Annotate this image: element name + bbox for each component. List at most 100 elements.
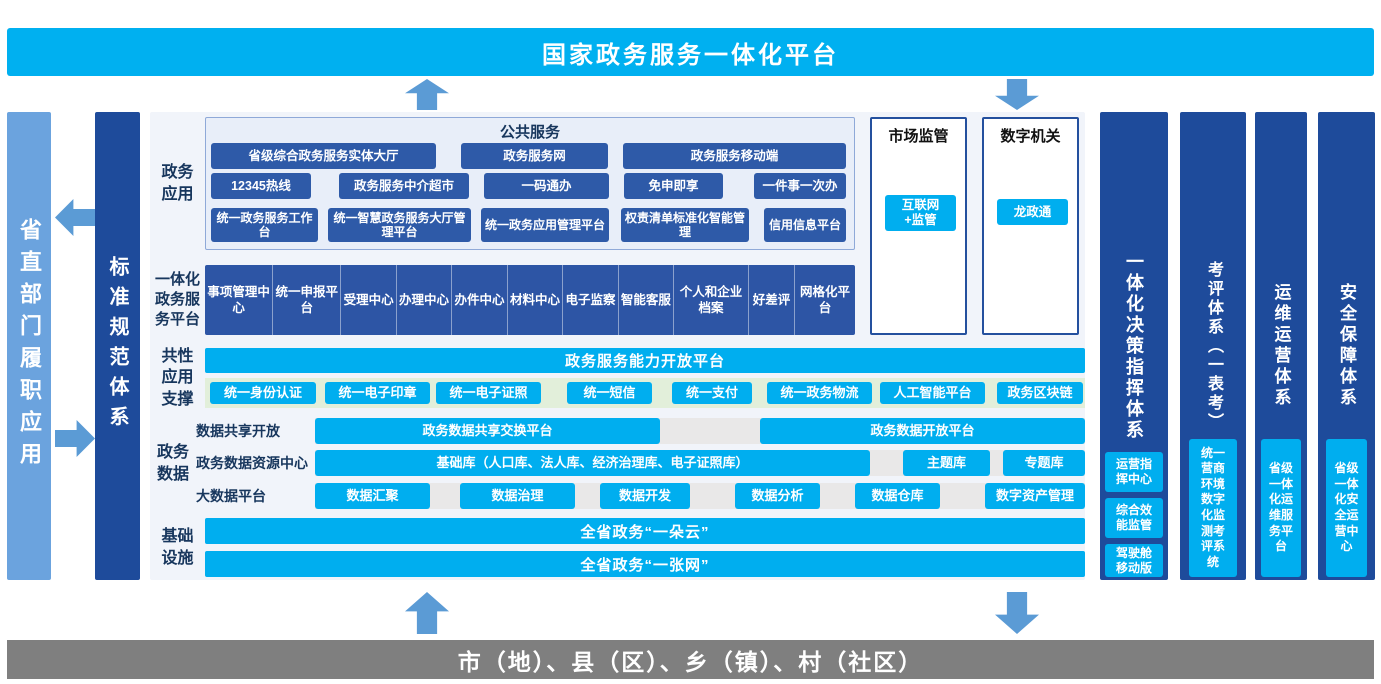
sp-item-handling-center: 办理中心 [395, 265, 451, 335]
left-bar-provincial-departments: 省直部门履职应用 [7, 112, 51, 580]
btn-provincial-ops-service-platform: 省级一体化运维服务平台 [1261, 439, 1301, 577]
sp-item-rating: 好差评 [747, 265, 794, 335]
sp-item-unified-declaration: 统一申报平台 [272, 265, 340, 335]
btn-provincial-security-ops-center: 省级一体化安全运营中心 [1326, 439, 1367, 577]
sp-item-case-center: 办件中心 [451, 265, 506, 335]
sp-item-e-supervision: 电子监察 [562, 265, 617, 335]
decision-command-buttons: 运营指挥中心 综合效能监管 驾驶舱移动版 [1100, 452, 1168, 577]
btn-special-database: 专题库 [1003, 450, 1085, 476]
btn-12345-hotline: 12345热线 [211, 173, 311, 199]
btn-one-code-service: 一码通办 [484, 173, 609, 199]
common-support-strip: 统一身份认证 统一电子印章 统一电子证照 统一短信 统一支付 统一政务物流 人工… [205, 378, 1085, 408]
btn-provincial-service-hall: 省级综合政务服务实体大厅 [211, 143, 436, 169]
row-label-common-support: 共性应用支撑 [150, 346, 205, 410]
market-regulation-panel: 市场监管 互联网+监管 [870, 117, 967, 335]
top-banner: 国家政务服务一体化平台 [7, 28, 1374, 76]
btn-digital-asset-mgmt: 数字资产管理 [985, 483, 1085, 509]
arrow-down-icon [995, 79, 1039, 110]
btn-gov-blockchain: 政务区块链 [997, 382, 1083, 404]
btn-data-development: 数据开发 [600, 483, 690, 509]
arrow-down-bottom-icon [995, 592, 1039, 634]
btn-credit-info-platform: 信用信息平台 [764, 208, 846, 242]
btn-unified-sms: 统一短信 [567, 382, 652, 404]
left-bar-standards-label: 标准规范体系 [106, 256, 128, 436]
data-sharing-strip: 政务数据共享交换平台 政务数据开放平台 [315, 418, 1085, 444]
sp-item-grid-platform: 网格化平台 [794, 265, 855, 335]
market-regulation-title: 市场监管 [888, 128, 949, 145]
right-bar-operations-maintenance: 运维运营体系 省级一体化运维服务平台 [1255, 112, 1307, 580]
sub-label-big-data-platform: 大数据平台 [196, 488, 266, 504]
row-label-gov-data: 政务数据 [150, 418, 196, 509]
row-label-service-platform-text: 一体化政务服务平台 [154, 270, 200, 329]
btn-data-warehouse: 数据仓库 [855, 483, 940, 509]
btn-unified-eseal: 统一电子印章 [325, 382, 430, 404]
sp-item-acceptance-center: 受理中心 [340, 265, 395, 335]
sp-item-smart-service: 智能客服 [617, 265, 673, 335]
btn-unified-elicense: 统一电子证照 [436, 382, 541, 404]
big-data-strip: 数据汇聚 数据治理 数据开发 数据分析 数据仓库 数字资产管理 [315, 483, 1085, 509]
btn-unified-payment: 统一支付 [672, 382, 752, 404]
row-label-gov-apps: 政务应用 [150, 117, 205, 250]
btn-theme-database: 主题库 [903, 450, 990, 476]
btn-data-exchange-platform: 政务数据共享交换平台 [315, 418, 660, 444]
btn-operation-command-center: 运营指挥中心 [1105, 452, 1163, 492]
arrow-right-icon [55, 420, 95, 457]
sub-label-data-sharing: 数据共享开放 [196, 423, 280, 439]
btn-gov-service-mobile: 政务服务移动端 [623, 143, 846, 169]
right-bar-evaluation-system: 考评体系（一表考） 统一营商环境数字化监测考评系统 [1180, 112, 1246, 580]
right-bar-operations-maintenance-title: 运维运营体系 [1255, 112, 1307, 580]
sp-item-matter-mgmt-center: 事项管理中心 [207, 284, 270, 315]
right-bar-evaluation-system-label: 考评体系（一表考） [1205, 260, 1222, 432]
btn-exempt-application: 免申即享 [624, 173, 723, 199]
btn-ai-platform: 人工智能平台 [880, 382, 985, 404]
integrated-service-platform: 事项管理中心 统一申报平台 受理中心 办理中心 办件中心 材料中心 电子监察 智… [205, 265, 855, 335]
public-services-panel: 公共服务 省级综合政务服务实体大厅 政务服务网 政务服务移动端 12345热线 … [205, 117, 855, 250]
main-architecture-area: 政务应用 公共服务 省级综合政务服务实体大厅 政务服务网 政务服务移动端 123… [150, 112, 1085, 580]
btn-data-governance: 数据治理 [460, 483, 575, 509]
sp-item-material-center: 材料中心 [506, 265, 562, 335]
row-label-infrastructure-text: 基础设施 [161, 527, 194, 567]
row-label-gov-data-text: 政务数据 [156, 443, 189, 483]
cloud-bar: 全省政务“一朵云” [205, 518, 1085, 544]
btn-app-mgmt-platform: 统一政务应用管理平台 [481, 208, 609, 242]
right-bar-security-assurance-label: 安全保障体系 [1337, 283, 1356, 409]
right-bar-security-assurance: 安全保障体系 省级一体化安全运营中心 [1318, 112, 1375, 580]
row-label-infrastructure: 基础设施 [150, 518, 205, 577]
btn-one-thing-once: 一件事一次办 [754, 173, 846, 199]
btn-data-open-platform: 政务数据开放平台 [760, 418, 1085, 444]
right-bar-evaluation-system-title: 考评体系（一表考） [1180, 112, 1246, 580]
right-bar-security-assurance-title: 安全保障体系 [1318, 112, 1375, 580]
right-bar-operations-maintenance-label: 运维运营体系 [1271, 283, 1291, 409]
btn-base-databases: 基础库（人口库、法人库、经济治理库、电子证照库） [315, 450, 870, 476]
right-bar-decision-command: 一体化决策指挥体系 运营指挥中心 综合效能监管 驾驶舱移动版 [1100, 112, 1168, 580]
left-bar-standards: 标准规范体系 [95, 112, 140, 580]
btn-intermediary-market: 政务服务中介超市 [339, 173, 469, 199]
bottom-banner: 市（地）、县（区）、乡（镇）、村（社区） [7, 640, 1374, 679]
data-resource-strip: 基础库（人口库、法人库、经济治理库、电子证照库） 主题库 专题库 [315, 450, 1085, 476]
btn-unified-identity: 统一身份认证 [210, 382, 316, 404]
right-bar-decision-command-title: 一体化决策指挥体系 [1100, 112, 1168, 580]
btn-longzhengtong: 龙政通 [997, 199, 1068, 225]
btn-data-aggregation: 数据汇聚 [315, 483, 430, 509]
right-bar-decision-command-label: 一体化决策指挥体系 [1124, 251, 1144, 441]
btn-unified-logistics: 统一政务物流 [767, 382, 872, 404]
btn-unified-workbench: 统一政务服务工作台 [211, 208, 318, 242]
btn-cockpit-mobile: 驾驶舱移动版 [1105, 544, 1163, 577]
open-capability-platform-bar: 政务服务能力开放平台 [205, 348, 1085, 373]
btn-power-list-smart-mgmt: 权责清单标准化智能管理 [621, 208, 749, 242]
row-label-common-support-text: 共性应用支撑 [161, 347, 194, 408]
sp-item-personal-enterprise-archive: 个人和企业档案 [673, 265, 748, 335]
arrow-left-icon [55, 199, 95, 236]
arrow-up-bottom-icon [405, 592, 449, 634]
row-label-service-platform: 一体化政务服务平台 [150, 265, 205, 335]
btn-gov-service-web: 政务服务网 [461, 143, 608, 169]
row-label-gov-apps-text: 政务应用 [161, 163, 194, 203]
btn-smart-hall-mgmt-platform: 统一智慧政务服务大厅管理平台 [328, 208, 471, 242]
digital-agency-panel: 数字机关 龙政通 [982, 117, 1079, 335]
digital-agency-title: 数字机关 [1000, 128, 1061, 145]
btn-data-analysis: 数据分析 [735, 483, 820, 509]
network-bar: 全省政务“一张网” [205, 551, 1085, 577]
btn-business-env-monitoring-system: 统一营商环境数字化监测考评系统 [1189, 439, 1237, 577]
left-bar-provincial-departments-label: 省直部门履职应用 [17, 218, 42, 474]
